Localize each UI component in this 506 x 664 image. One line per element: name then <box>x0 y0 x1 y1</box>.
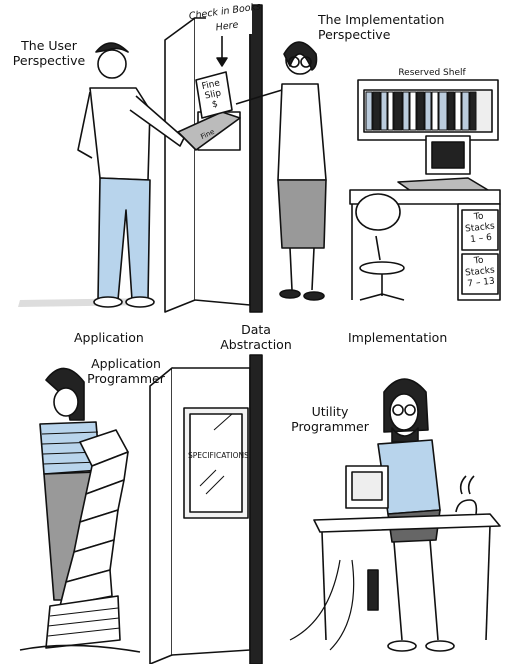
specifications-window <box>184 408 248 518</box>
reserved-shelf-label: Reserved Shelf <box>372 66 492 81</box>
stacks-sign-1: To Stacks 1 – 6 <box>460 210 499 247</box>
implementation-perspective-title: The Implementation Perspective <box>318 12 498 42</box>
fine-slip-text: Fine Slip $ <box>195 77 231 113</box>
stacks-sign-2: To Stacks 7 – 13 <box>460 254 499 291</box>
reserved-shelf-graphic <box>358 80 498 140</box>
utility-programmer-title: Utility Programmer <box>282 404 378 434</box>
bottom-scene <box>20 355 500 664</box>
caption-application: Application <box>74 330 144 345</box>
application-programmer-title: Application Programmer <box>76 356 176 386</box>
caption-implementation: Implementation <box>348 330 447 345</box>
user-perspective-title: The User Perspective <box>4 38 94 68</box>
specifications-sign: SPECIFICATIONS <box>188 448 244 463</box>
caption-data-abstraction: Data Abstraction <box>206 322 306 352</box>
